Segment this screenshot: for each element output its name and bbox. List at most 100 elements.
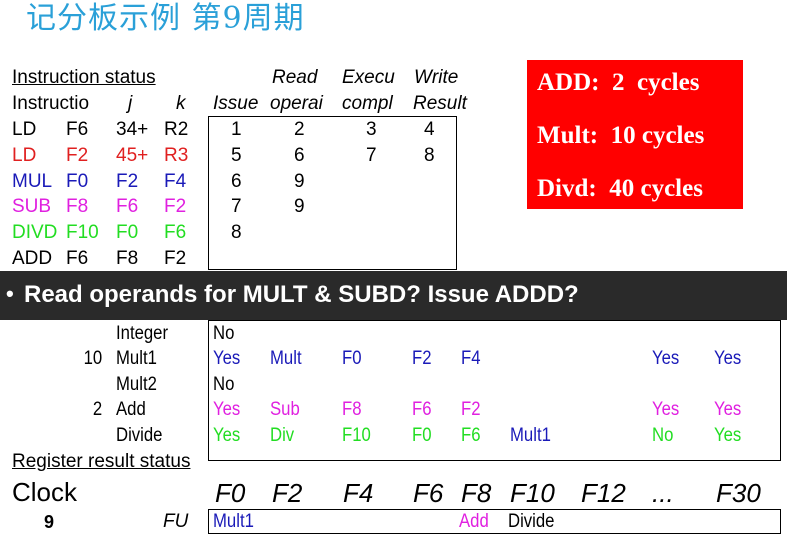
register-fu: Add [459,511,489,532]
latency-box [527,60,743,209]
column-header: operai [270,94,323,113]
fu-cell: Mult [270,348,302,369]
fu-cell: F2 [412,348,432,369]
instruction-op: LD [12,120,37,139]
fu-cell: F6 [461,425,481,446]
register-name: F12 [581,478,626,508]
slide-title: 记分板示例 第9周期 [26,1,305,36]
instruction-status-box [208,116,457,270]
fu-cell: Sub [270,399,300,420]
fu-name: Divide [116,425,163,446]
fu-cell: F0 [412,425,432,446]
instruction-j: F0 [116,222,139,243]
register-fu: Divide [508,511,555,532]
fu-cell: Yes [714,425,742,446]
instruction-read-cycle: 2 [294,119,305,140]
fu-cell: No [213,374,235,395]
latency-label: Mult: 10 cycles [537,122,705,149]
fu-name: Mult1 [116,348,157,369]
instruction-write-cycle: 4 [424,119,435,140]
register-name: F10 [510,478,555,508]
column-header: compl [342,94,393,113]
register-name: F30 [716,478,761,508]
instruction-issue-cycle: 6 [231,171,242,192]
instruction-dest: F0 [66,171,89,192]
instruction-issue-cycle: 8 [231,222,242,243]
fu-name: Add [116,399,146,420]
fu-name: Mult2 [116,374,157,395]
fu-cell: Yes [213,425,241,446]
instruction-issue-cycle: 7 [231,196,242,217]
column-header-top: Write [414,67,459,88]
column-header: Issue [213,94,259,113]
fu-cell: No [652,425,674,446]
fu-cell: F0 [342,348,362,369]
register-fu: Mult1 [213,511,254,532]
instruction-dest: F10 [66,222,99,243]
instruction-dest: F6 [66,119,89,140]
instruction-op: LD [12,146,37,165]
column-header: Result [413,94,467,113]
fu-label: FU [163,511,189,532]
instruction-k: R3 [164,145,189,166]
fu-name: Integer [116,323,169,344]
fu-cell: Yes [213,348,241,369]
register-name: F4 [343,478,374,508]
fu-cell: Yes [714,348,742,369]
fu-cell: Yes [213,399,241,420]
register-status-heading: Register result status [12,451,191,472]
instruction-op: SUB [12,197,52,216]
instruction-j: F8 [116,248,139,269]
instruction-j: 45+ [116,145,149,166]
instruction-dest: F2 [66,145,89,166]
register-name: F6 [413,478,444,508]
register-name: F0 [215,478,246,508]
column-header: Instructio [12,94,90,113]
instruction-k: F4 [164,171,187,192]
instruction-op: MUL [12,172,53,191]
instruction-read-cycle: 6 [294,145,305,166]
fu-cell: Yes [652,348,680,369]
fu-time: 10 [83,348,103,369]
instruction-issue-cycle: 1 [231,119,242,140]
fu-time: 2 [92,399,103,420]
fu-cell: F10 [342,425,371,446]
fu-cell: Yes [714,399,742,420]
instruction-status-heading: Instruction status [12,67,156,88]
instruction-exec-cycle: 3 [366,119,377,140]
fu-cell: F8 [342,399,362,420]
latency-label: ADD: 2 cycles [537,69,700,96]
fu-cell: Mult1 [510,425,551,446]
instruction-read-cycle: 9 [294,171,305,192]
instruction-write-cycle: 8 [424,145,435,166]
bullet-icon: • [6,281,14,306]
instruction-j: 34+ [116,119,149,140]
fu-cell: Yes [652,399,680,420]
instruction-k: F2 [164,248,187,269]
instruction-issue-cycle: 5 [231,145,242,166]
instruction-dest: F8 [66,196,89,217]
clock-label: Clock [12,477,78,507]
functional-unit-status-box [208,320,781,461]
latency-label: Divd: 40 cycles [537,175,703,202]
register-name: ... [652,478,674,508]
fu-cell: F4 [461,348,481,369]
instruction-k: F6 [164,222,187,243]
register-name: F2 [272,478,303,508]
fu-cell: No [213,323,235,344]
instruction-read-cycle: 9 [294,196,305,217]
instruction-k: F2 [164,196,187,217]
instruction-op: ADD [12,249,53,268]
column-header-top: Execu [342,67,395,88]
instruction-k: R2 [164,119,189,140]
instruction-op: DIVD [12,223,58,242]
fu-cell: F6 [412,399,432,420]
register-name: F8 [461,478,492,508]
column-header: j [128,93,133,114]
register-status-box [208,509,781,534]
question-text: Read operands for MULT & SUBD? Issue ADD… [24,281,579,308]
instruction-j: F6 [116,196,139,217]
column-header: k [176,93,186,114]
instruction-exec-cycle: 7 [366,145,377,166]
